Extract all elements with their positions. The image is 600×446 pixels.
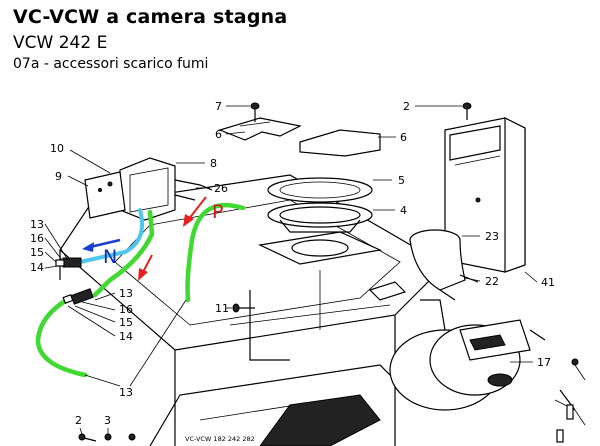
screw-11 bbox=[232, 303, 255, 313]
callout-2: 2 bbox=[403, 100, 410, 113]
drawing-stamp: VC-VCW 182 242 282 bbox=[185, 435, 255, 443]
callout-13a: 13 bbox=[30, 218, 44, 231]
callout-8: 8 bbox=[210, 157, 217, 170]
callout-13c: 13 bbox=[119, 386, 133, 399]
flow-label-p: P bbox=[212, 201, 223, 223]
model-label: VCW 242 E bbox=[13, 33, 108, 53]
pressure-switch bbox=[84, 157, 213, 221]
callout-3: 3 bbox=[104, 414, 111, 427]
callout-6a: 6 bbox=[215, 128, 222, 141]
callout-17: 17 bbox=[537, 356, 551, 369]
leader-lines bbox=[44, 105, 538, 435]
callout-22: 22 bbox=[485, 275, 499, 288]
callout-2-bottom: 2 bbox=[75, 414, 82, 427]
green-tube-right bbox=[185, 202, 246, 303]
callout-4: 4 bbox=[400, 204, 407, 217]
green-tube-left bbox=[35, 295, 88, 378]
callout-41: 41 bbox=[541, 276, 555, 289]
callout-15b: 15 bbox=[119, 316, 133, 329]
callout-23: 23 bbox=[485, 230, 499, 243]
page-title: VC-VCW a camera stagna bbox=[13, 6, 288, 28]
section-label: 07a - accessori scarico fumi bbox=[13, 56, 209, 72]
boiler-casing bbox=[59, 174, 446, 446]
tube-connector-lower bbox=[62, 288, 94, 305]
callout-14b: 14 bbox=[119, 330, 133, 343]
callout-labels: 7 2 6 6 10 8 9 26 5 4 13 16 15 14 23 22 … bbox=[30, 100, 555, 427]
wires bbox=[554, 358, 586, 443]
bottom-screws bbox=[78, 433, 136, 442]
callout-16a: 16 bbox=[30, 232, 44, 245]
half-ring-plates bbox=[218, 117, 381, 157]
callout-16b: 16 bbox=[119, 303, 133, 316]
vent-hood bbox=[258, 231, 407, 301]
callout-26: 26 bbox=[214, 182, 228, 195]
callout-15a: 15 bbox=[30, 246, 44, 259]
page-header: VC-VCW a camera stagna VCW 242 E 07a - a… bbox=[0, 0, 600, 80]
callout-10: 10 bbox=[50, 142, 64, 155]
blue-sampling-tube bbox=[78, 208, 145, 264]
top-screws bbox=[250, 102, 472, 122]
callout-13b: 13 bbox=[119, 287, 133, 300]
fan-assembly bbox=[389, 299, 576, 411]
callout-14a: 14 bbox=[30, 261, 44, 274]
callout-5: 5 bbox=[398, 174, 405, 187]
callout-11: 11 bbox=[215, 302, 229, 315]
flow-arrows bbox=[82, 196, 207, 281]
tube-connector-upper bbox=[55, 257, 82, 268]
elbow-fitting bbox=[409, 229, 479, 301]
gasket-rings bbox=[267, 177, 373, 233]
flow-label-n: N bbox=[103, 246, 117, 268]
callout-9: 9 bbox=[55, 170, 62, 183]
green-tube-mid bbox=[92, 209, 155, 298]
exhaust-duct bbox=[444, 117, 526, 273]
callout-6b: 6 bbox=[400, 131, 407, 144]
callout-7: 7 bbox=[215, 100, 222, 113]
